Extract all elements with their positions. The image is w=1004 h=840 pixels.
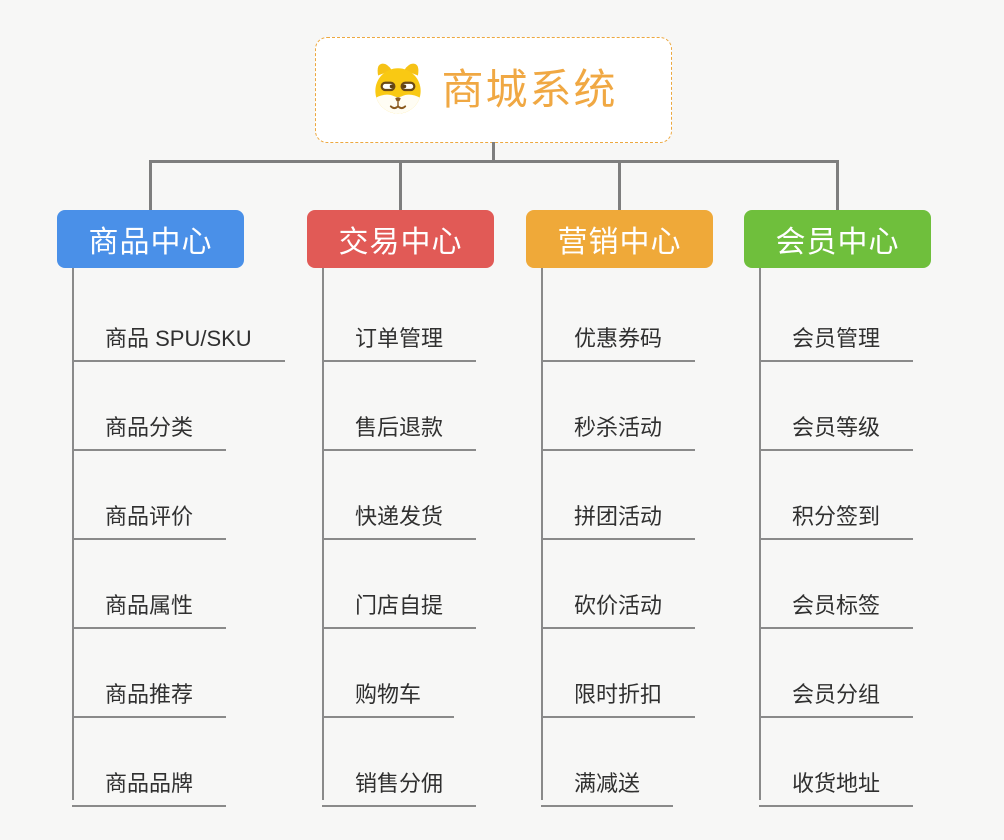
branch-spine	[72, 268, 74, 800]
branch-column-marketing: 营销中心 优惠券码 秒杀活动 拼团活动 砍价活动 限时折扣 满减送	[526, 210, 776, 810]
branch-node-product[interactable]: 商品中心	[57, 210, 244, 268]
branch-label: 营销中心	[557, 226, 682, 259]
leaf-node[interactable]: 会员标签	[759, 580, 914, 629]
leaf-node[interactable]: 拼团活动	[541, 491, 696, 540]
leaf-node[interactable]: 门店自提	[322, 580, 477, 629]
leaf-node[interactable]: 商品品牌	[72, 758, 227, 807]
connector-drop-member	[836, 160, 839, 210]
connector-drop-trade	[399, 160, 402, 210]
leaf-node[interactable]: 秒杀活动	[541, 402, 696, 451]
branch-label: 交易中心	[338, 226, 463, 259]
root-title: 商城系统	[441, 66, 618, 113]
connector-drop-marketing	[618, 160, 621, 210]
shiba-dog-icon	[369, 61, 427, 119]
leaf-label: 门店自提	[355, 593, 444, 618]
leaf-node[interactable]: 商品 SPU/SKU	[72, 313, 285, 362]
leaf-node[interactable]: 限时折扣	[541, 669, 696, 718]
leaf-node[interactable]: 商品分类	[72, 402, 227, 451]
leaf-node[interactable]: 收货地址	[759, 758, 914, 807]
leaf-label: 商品评价	[105, 504, 194, 529]
branch-spine	[322, 268, 324, 800]
leaf-node[interactable]: 满减送	[541, 758, 674, 807]
branch-node-marketing[interactable]: 营销中心	[526, 210, 713, 268]
leaf-label: 会员分组	[792, 682, 881, 707]
leaf-label: 优惠券码	[574, 326, 663, 351]
leaf-label: 秒杀活动	[574, 415, 663, 440]
leaf-node[interactable]: 销售分佣	[322, 758, 477, 807]
leaf-label: 销售分佣	[355, 771, 444, 796]
leaf-node[interactable]: 商品评价	[72, 491, 227, 540]
connector-bus	[149, 160, 839, 163]
connector-drop-product	[149, 160, 152, 210]
leaf-label: 订单管理	[355, 326, 444, 351]
leaf-node[interactable]: 订单管理	[322, 313, 477, 362]
leaf-label: 积分签到	[792, 504, 881, 529]
leaf-label: 商品分类	[105, 415, 194, 440]
branch-column-member: 会员中心 会员管理 会员等级 积分签到 会员标签 会员分组 收货地址	[744, 210, 994, 810]
leaf-label: 商品品牌	[105, 771, 194, 796]
leaf-node[interactable]: 砍价活动	[541, 580, 696, 629]
branch-label: 会员中心	[775, 226, 900, 259]
branch-column-trade: 交易中心 订单管理 售后退款 快递发货 门店自提 购物车 销售分佣	[307, 210, 557, 810]
branch-node-trade[interactable]: 交易中心	[307, 210, 494, 268]
leaf-label: 快递发货	[355, 504, 444, 529]
leaf-node[interactable]: 积分签到	[759, 491, 914, 540]
connector-root-stem	[492, 142, 495, 162]
branch-spine	[541, 268, 543, 800]
leaf-node[interactable]: 快递发货	[322, 491, 477, 540]
leaf-node[interactable]: 会员管理	[759, 313, 914, 362]
leaf-node[interactable]: 优惠券码	[541, 313, 696, 362]
leaf-label: 收货地址	[792, 771, 881, 796]
leaf-label: 满减送	[574, 771, 641, 796]
leaf-label: 商品属性	[105, 593, 194, 618]
leaf-label: 会员管理	[792, 326, 881, 351]
leaf-label: 商品推荐	[105, 682, 194, 707]
leaf-node[interactable]: 购物车	[322, 669, 455, 718]
branch-label: 商品中心	[88, 226, 213, 259]
leaf-node[interactable]: 售后退款	[322, 402, 477, 451]
leaf-node[interactable]: 商品推荐	[72, 669, 227, 718]
leaf-node[interactable]: 会员等级	[759, 402, 914, 451]
branch-node-member[interactable]: 会员中心	[744, 210, 931, 268]
leaf-label: 限时折扣	[574, 682, 663, 707]
leaf-label: 会员等级	[792, 415, 881, 440]
branch-spine	[759, 268, 761, 800]
root-node[interactable]: 商城系统	[315, 37, 672, 143]
leaf-label: 售后退款	[355, 415, 444, 440]
leaf-label: 会员标签	[792, 593, 881, 618]
leaf-label: 商品 SPU/SKU	[105, 326, 252, 351]
branch-column-product: 商品中心 商品 SPU/SKU 商品分类 商品评价 商品属性 商品推荐 商品品牌	[57, 210, 307, 810]
leaf-label: 拼团活动	[574, 504, 663, 529]
leaf-node[interactable]: 商品属性	[72, 580, 227, 629]
leaf-node[interactable]: 会员分组	[759, 669, 914, 718]
leaf-label: 砍价活动	[574, 593, 663, 618]
leaf-label: 购物车	[355, 682, 422, 707]
